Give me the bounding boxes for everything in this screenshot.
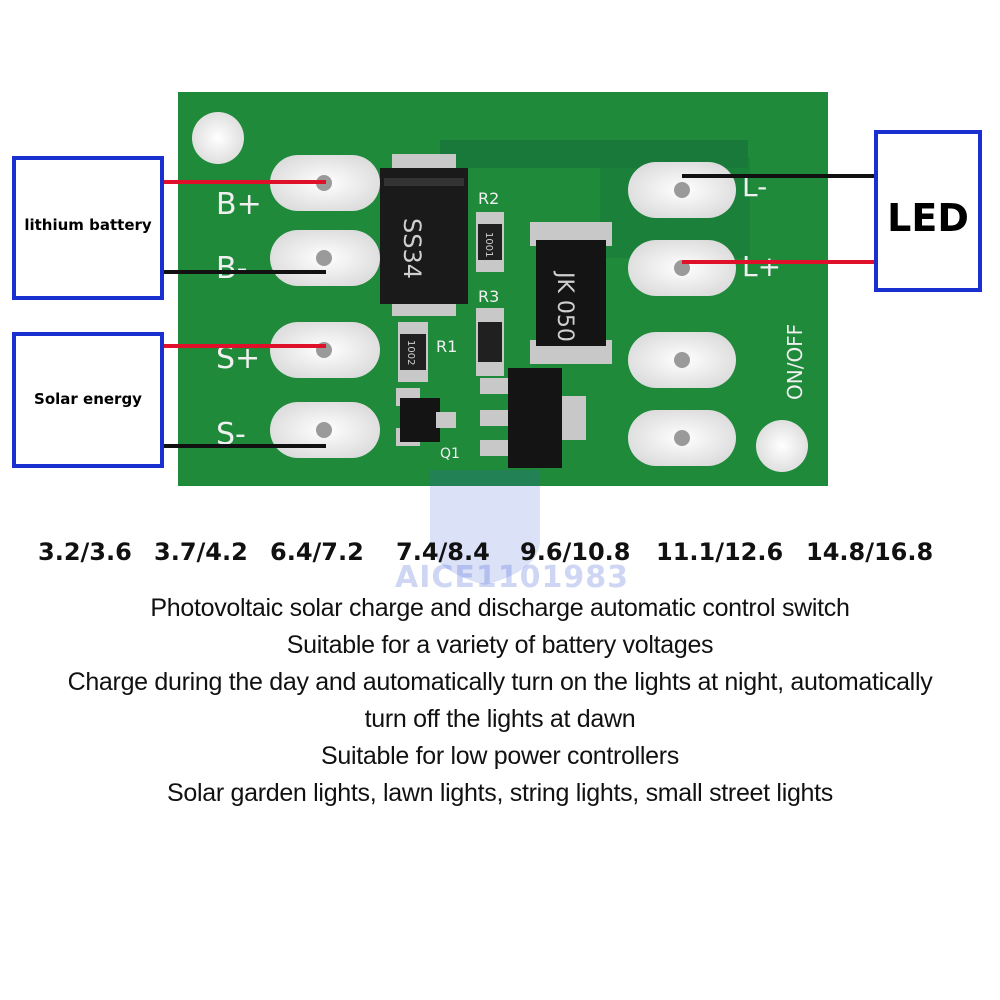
watermark-text: AICE1101983: [395, 560, 630, 595]
voltage-item: 3.2/3.6: [38, 538, 132, 566]
pin-label-b-minus: B-: [216, 251, 247, 286]
description-line: turn off the lights at dawn: [364, 705, 636, 733]
description-line: Photovoltaic solar charge and discharge …: [150, 594, 850, 622]
pin-label-b-plus: B+: [216, 187, 262, 222]
switch-label: ON/OFF: [783, 324, 807, 400]
mounting-hole-bottom-right: [756, 420, 808, 472]
wires: [162, 174, 878, 448]
resistor-r1: 1002: [398, 322, 428, 382]
watermark-logo: [430, 470, 540, 585]
pcb-board: B+ B- S+ S- L- L+ ON/OFF SS34 R2 1001 R3: [178, 92, 828, 486]
q1-label: Q1: [440, 446, 460, 462]
r1-code: 1002: [405, 340, 416, 365]
r1-label: R1: [436, 337, 457, 356]
r2-code: 1001: [483, 232, 494, 257]
diode-ss34: SS34: [380, 154, 468, 316]
fuse-jk050: JK 050: [530, 222, 612, 364]
solar-label: Solar energy: [34, 390, 142, 408]
r2-label: R2: [478, 189, 499, 208]
description: Photovoltaic solar charge and discharge …: [20, 590, 980, 812]
description-line: Suitable for low power controllers: [320, 742, 680, 770]
transistor-q1: [396, 388, 456, 446]
led-box: [874, 130, 982, 292]
battery-box: [12, 156, 164, 300]
resistor-r3: [476, 308, 504, 376]
voltage-item: 3.7/4.2: [154, 538, 248, 566]
voltage-item: 11.1/12.6: [656, 538, 784, 566]
voltage-item: 7.4/8.4: [396, 538, 490, 566]
voltage-item: 6.4/7.2: [270, 538, 364, 566]
description-line: Solar garden lights, lawn lights, string…: [166, 779, 833, 807]
description-line: Suitable for a variety of battery voltag…: [286, 631, 714, 659]
left-pads: [270, 155, 380, 458]
diode-marking: SS34: [398, 218, 426, 279]
mounting-hole-top-left: [192, 112, 244, 164]
voltage-item: 14.8/16.8: [806, 538, 934, 566]
r3-label: R3: [478, 287, 499, 306]
led-label: LED: [887, 196, 969, 240]
voltage-list: 3.2/3.6 3.7/4.2 6.4/7.2 7.4/8.4 9.6/10.8…: [0, 538, 1000, 578]
voltage-item: 9.6/10.8: [520, 538, 631, 566]
resistor-r2: 1001: [476, 212, 504, 272]
battery-label: lithium battery: [24, 216, 152, 234]
mosfet: [480, 368, 586, 468]
solar-box: [12, 332, 164, 468]
description-line: Charge during the day and automatically …: [67, 668, 933, 696]
pin-label-l-plus: L+: [742, 250, 781, 283]
fuse-marking: JK 050: [552, 270, 577, 342]
